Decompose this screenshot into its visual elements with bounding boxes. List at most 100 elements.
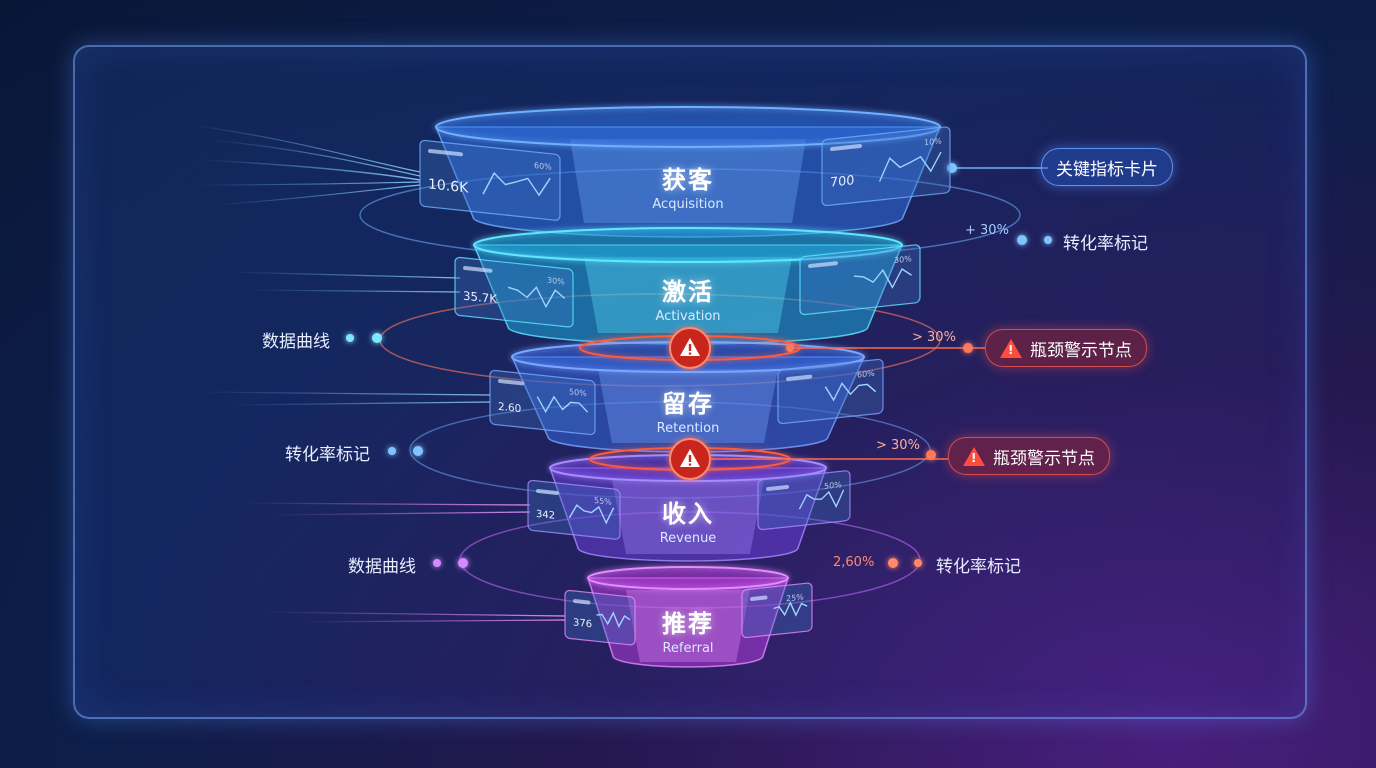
- funnel-tiers: [434, 106, 942, 668]
- node-alert-1b: [963, 343, 973, 353]
- metric-card-activation-right: 30%: [799, 244, 921, 316]
- card-sparkline: [536, 395, 589, 414]
- card-percent: 30%: [894, 254, 912, 265]
- node-alert-2: [926, 450, 936, 460]
- card-sparkline: [798, 489, 845, 510]
- card-frame: [454, 256, 574, 328]
- card-percent: 60%: [534, 161, 552, 172]
- tier-subtitle: Activation: [655, 309, 721, 324]
- card-sparkline: [596, 611, 631, 629]
- card-header-bar: [463, 266, 493, 273]
- card-value: 700: [830, 173, 854, 191]
- funnel-tier-retention: [510, 341, 866, 453]
- data-curve-label-2: 数据曲线: [348, 557, 416, 577]
- tier-label-referral: 推荐 Referral: [588, 604, 788, 656]
- funnel-tier-acquisition: [434, 106, 942, 238]
- tier-body: [586, 577, 790, 668]
- rate-marker-3: > 30%: [876, 438, 920, 453]
- tier-title: 留存: [662, 390, 714, 418]
- tier-face: [570, 139, 806, 223]
- rate-marker-2: > 30%: [912, 330, 956, 345]
- funnel-tier-referral: [586, 566, 790, 668]
- node-data-curve-2: [433, 559, 441, 567]
- card-frame: [564, 589, 636, 646]
- warning-icon: [1000, 338, 1022, 358]
- data-streams: [189, 124, 566, 623]
- alert-badge-2[interactable]: [669, 438, 711, 480]
- card-value: 376: [573, 617, 592, 630]
- tier-title: 推荐: [662, 610, 714, 638]
- key-metric-card-pill[interactable]: 关键指标卡片: [1041, 148, 1173, 186]
- rate-marker-1: + 30%: [965, 223, 1009, 238]
- card-header-bar: [830, 143, 862, 151]
- node-conversion-2b: [413, 446, 423, 456]
- metric-card-referral-right: 25%: [741, 582, 813, 639]
- card-percent: 50%: [824, 480, 842, 491]
- alert-badge-1[interactable]: [669, 327, 711, 369]
- tier-rim: [473, 227, 903, 263]
- card-header-bar: [536, 489, 559, 496]
- card-header-bar: [750, 595, 768, 601]
- tier-label-revenue: 收入 Revenue: [588, 494, 788, 546]
- metric-card-acquisition-right: 700 10%: [821, 126, 951, 207]
- metric-card-retention-right: 60%: [777, 358, 884, 425]
- metric-cards: 10.6K 60% 700 10% 35.7K 30% 30% 2.60 50% 60% 34255…: [419, 126, 951, 646]
- tier-label-activation: 激活 Activation: [588, 272, 788, 324]
- node-data-curve-1: [346, 334, 354, 342]
- card-percent: 10%: [924, 136, 942, 147]
- card-value: 10.6K: [428, 176, 469, 196]
- metric-card-revenue-right: 50%: [757, 470, 851, 531]
- bottleneck-alert-pill-2[interactable]: 瓶颈警示节点: [948, 437, 1110, 475]
- tier-title: 获客: [662, 166, 714, 194]
- metric-card-acquisition-left: 10.6K 60%: [419, 139, 561, 221]
- node-conversion-3b: [914, 559, 922, 567]
- tier-rim: [587, 566, 789, 590]
- tier-face: [612, 480, 764, 554]
- metric-card-activation-left: 35.7K 30%: [454, 256, 574, 328]
- card-sparkline: [773, 601, 808, 617]
- node-alert-1: [786, 344, 794, 352]
- warning-icon: [963, 446, 985, 466]
- card-value: 35.7K: [463, 289, 497, 307]
- card-header-bar: [766, 484, 789, 491]
- card-sparkline: [824, 382, 877, 402]
- node-conversion-1: [1017, 235, 1027, 245]
- tier-subtitle: Retention: [656, 421, 720, 436]
- conversion-marker-label-3: 转化率标记: [936, 557, 1021, 577]
- card-sparkline: [507, 286, 566, 309]
- conversion-marker-label-1: 转化率标记: [1063, 234, 1148, 254]
- bottleneck-alert-label: 瓶颈警示节点: [993, 448, 1095, 469]
- tier-face: [598, 369, 778, 443]
- card-sparkline: [482, 171, 551, 197]
- rate-marker-4: 2,60%: [833, 555, 875, 570]
- card-percent: 25%: [786, 592, 804, 603]
- data-curve-label-1: 数据曲线: [262, 332, 330, 352]
- node-conversion-2: [388, 447, 396, 455]
- tier-title: 收入: [662, 500, 714, 528]
- card-sparkline: [878, 151, 942, 182]
- funnel-tier-activation: [472, 227, 904, 345]
- key-metric-card-label: 关键指标卡片: [1056, 159, 1158, 180]
- card-percent: 30%: [547, 276, 565, 287]
- tier-title: 激活: [662, 278, 714, 306]
- card-value: 342: [536, 509, 555, 522]
- leader-lines: [710, 167, 1048, 460]
- tier-face: [626, 590, 750, 662]
- card-header-bar: [573, 599, 591, 605]
- card-header-bar: [498, 379, 525, 386]
- bottleneck-alert-pill-1[interactable]: 瓶颈警示节点: [985, 329, 1147, 367]
- node-data-curve-1b: [372, 333, 382, 343]
- nodes: [346, 163, 1052, 568]
- card-percent: 60%: [857, 369, 875, 380]
- metric-card-referral-left: 376: [564, 589, 636, 646]
- card-value: 2.60: [498, 401, 521, 415]
- tier-label-retention: 留存 Retention: [588, 384, 788, 436]
- node-conversion-3: [888, 558, 898, 568]
- tier-subtitle: Referral: [662, 641, 714, 656]
- card-header-bar: [786, 374, 813, 381]
- bottleneck-alert-label: 瓶颈警示节点: [1030, 340, 1132, 361]
- card-sparkline: [853, 267, 913, 289]
- card-percent: 50%: [569, 387, 587, 398]
- conversion-marker-label-2: 转化率标记: [285, 445, 370, 465]
